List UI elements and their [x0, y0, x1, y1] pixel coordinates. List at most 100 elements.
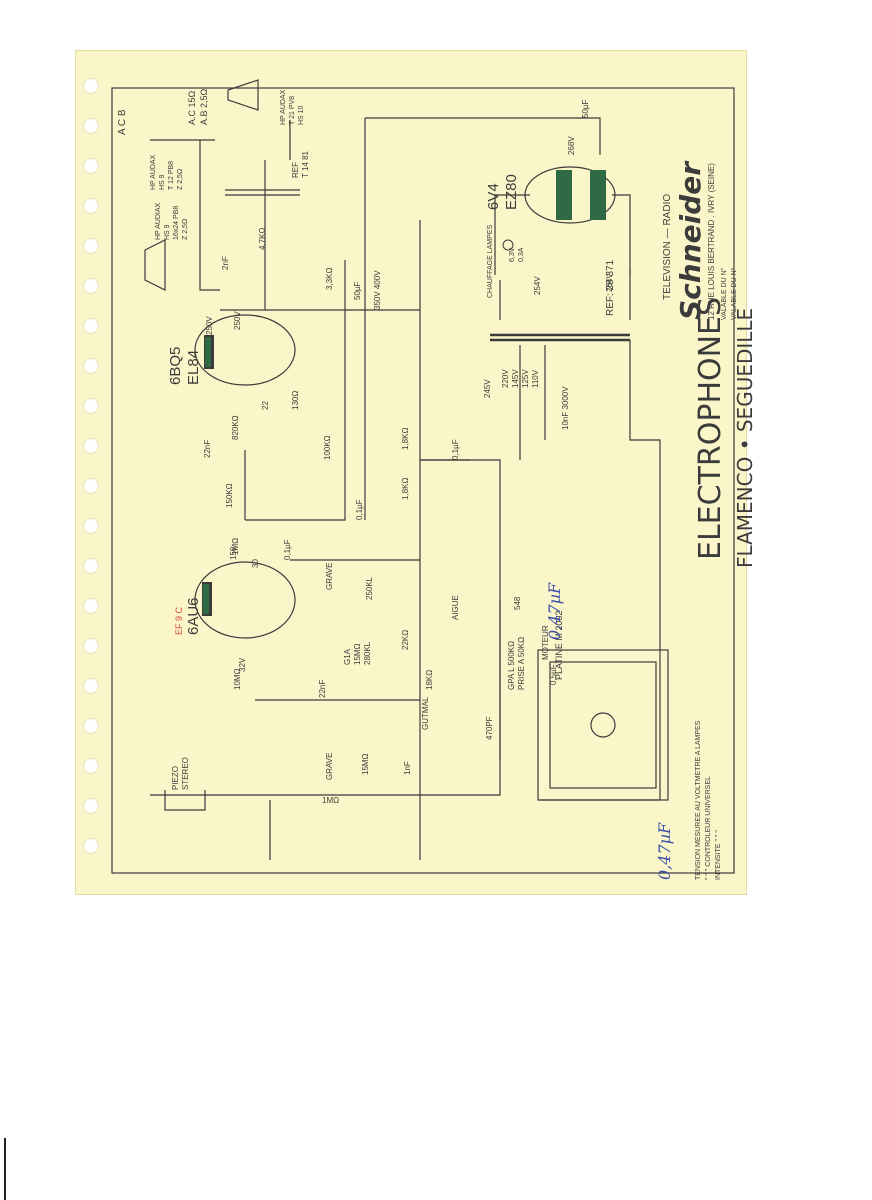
c-1nf: 1nF: [403, 761, 412, 775]
c-2nf: 2nF: [221, 256, 230, 270]
binder-hole: [83, 198, 99, 214]
screen-rail: [245, 260, 346, 521]
motor-inner: [549, 661, 657, 789]
tube-el84: EL84: [185, 350, 202, 385]
mains-taps: [519, 345, 546, 460]
c-01c: 0,1µF: [451, 439, 460, 460]
r-150k: 150KΩ: [225, 483, 234, 508]
c-01a: 0,1µF: [355, 499, 364, 520]
hp1-l2: HS 9: [164, 224, 171, 240]
motor-l1: MOTEUR: [541, 625, 550, 660]
lamp-amps: 0,3A: [518, 247, 525, 262]
voltage-labels: 250V 250V 268V 254V 264V 245V 220V 145V …: [205, 136, 614, 672]
r-100k: 100KΩ: [323, 435, 332, 460]
bass-pot-l2: 15MΩ: [353, 643, 362, 665]
r-15m: 15MΩ: [361, 753, 370, 775]
tube-ef9c: EF 9 C: [174, 606, 184, 635]
speaker-symbol-1: [144, 239, 166, 291]
ref-tr-l1: REF: [291, 162, 300, 178]
grave-label-1: GRAVE: [325, 563, 334, 590]
acb-label-group: A C B: [117, 109, 128, 135]
tube-6v4: 6V4: [485, 183, 502, 210]
mains-return: [540, 340, 661, 801]
treble-pot: 250KL: [365, 576, 374, 600]
binder-hole: [83, 278, 99, 294]
6au6-cathode-green: [203, 584, 209, 614]
input-line: [150, 459, 501, 796]
binder-hole: [83, 718, 99, 734]
border-frame: [111, 87, 735, 874]
v-250b: 250V: [233, 311, 242, 330]
hp2-l3: T 12 PB8: [168, 161, 175, 190]
title-block: ELECTROPHONES FLAMENCO • SEGUEDILLE: [693, 297, 757, 568]
binder-hole: [83, 78, 99, 94]
handwritten-note-2: 0,47µF: [655, 822, 674, 880]
c-01b: 0,1µF: [283, 539, 292, 560]
hp2-l2: HS 9: [159, 174, 166, 190]
binder-hole: [83, 318, 99, 334]
v-548: 548: [513, 596, 522, 610]
grave-label-2: GRAVE: [325, 753, 334, 780]
binder-hole: [83, 798, 99, 814]
binder-hole: [83, 758, 99, 774]
bass-pot-l1: G1A: [343, 648, 352, 665]
model-names: FLAMENCO • SEGUEDILLE: [733, 308, 757, 568]
hp2-l1: HP AUDAX: [150, 154, 157, 190]
heater-label-group: CHAUFFAGE LAMPES: [487, 225, 494, 298]
rectifier-cathode: [590, 170, 606, 220]
ref-label-group: REF: 28 371: [605, 259, 616, 316]
c-50uf-a: 50µF: [353, 281, 362, 300]
v-268: 268V: [567, 136, 576, 155]
hp1-labels: HP AUDIAX HS 9 16x24 PB8 Z 2,5Ω: [155, 202, 189, 240]
binder-hole: [83, 678, 99, 694]
scan-edge-mark: [4, 1138, 6, 1200]
motor-l2: PLATINE M 2002: [554, 611, 564, 680]
component-values: 150KΩ 1MΩ 10MΩ 100KΩ 820KΩ 4,7KΩ 3,3KΩ 1…: [203, 99, 590, 805]
tube-6au6-label: EF 9 C 6AU6: [174, 597, 202, 635]
hp3-l2: T 21 PV8: [289, 96, 296, 125]
ab-impedance: A.B 2,5Ω: [199, 88, 209, 125]
speaker-line-a: [199, 140, 220, 291]
impedance-labels: A.C 15Ω A.B 2,5Ω: [187, 88, 209, 125]
tube-el84-label: 6BQ5 EL84: [167, 347, 202, 385]
valid-line-1: VALABLE DU N°: [720, 267, 728, 320]
el84-envelope: [194, 314, 296, 386]
tap-110: 110V: [531, 369, 540, 388]
hp1-l1: HP AUDIAX: [155, 202, 162, 240]
pickup-l1: PIEZO: [171, 766, 180, 790]
binder-hole: [83, 158, 99, 174]
valid-line-2: VALABLE DU N°: [730, 267, 738, 320]
v-264: 264V: [605, 273, 614, 292]
tube-6au6: 6AU6: [185, 597, 202, 635]
v-150: 150: [229, 546, 238, 560]
r-18k-a: 1,8KΩ: [401, 428, 410, 450]
r-1m: 1MΩ: [231, 538, 240, 555]
el84-cathode-green: [205, 337, 211, 367]
binder-hole: [83, 838, 99, 854]
tap-220: 220V: [501, 369, 510, 388]
volume-l2: PRISE A 50KΩ: [517, 637, 526, 690]
binder-hole: [83, 118, 99, 134]
r-820k: 820KΩ: [231, 415, 240, 440]
c-22nf-a: 22nF: [203, 440, 212, 458]
r-130: 130Ω: [291, 391, 300, 410]
v-254: 254V: [533, 276, 542, 295]
6au6-envelope: [194, 561, 296, 639]
legend-block: TENSION MESUREE AU VOLTMETRE A LAMPES " …: [695, 720, 722, 880]
binder-hole: [83, 518, 99, 534]
hp3-l1: HP AUDAX: [280, 89, 287, 125]
hp3-l3: HS 10: [298, 105, 305, 125]
brand-address: 12 RUE LOUIS BERTRAND . IVRY (SEINE): [707, 163, 716, 320]
pilot-lamp-icon: [502, 239, 514, 251]
ref-transformer: REF T 14 81: [291, 150, 310, 178]
handwritten-note-1: 0,47µF: [545, 582, 564, 640]
c-05: 0,5µF: [549, 664, 558, 685]
product-title: ELECTROPHONES: [693, 297, 728, 560]
volume-l1: GPA L 500KΩ: [507, 641, 516, 690]
binder-hole: [83, 398, 99, 414]
r-1ma: 1MΩ: [322, 796, 339, 805]
binder-hole: [83, 478, 99, 494]
tube-ez80-label: 6V4 EZ80: [485, 174, 520, 210]
binder-hole: [83, 238, 99, 254]
